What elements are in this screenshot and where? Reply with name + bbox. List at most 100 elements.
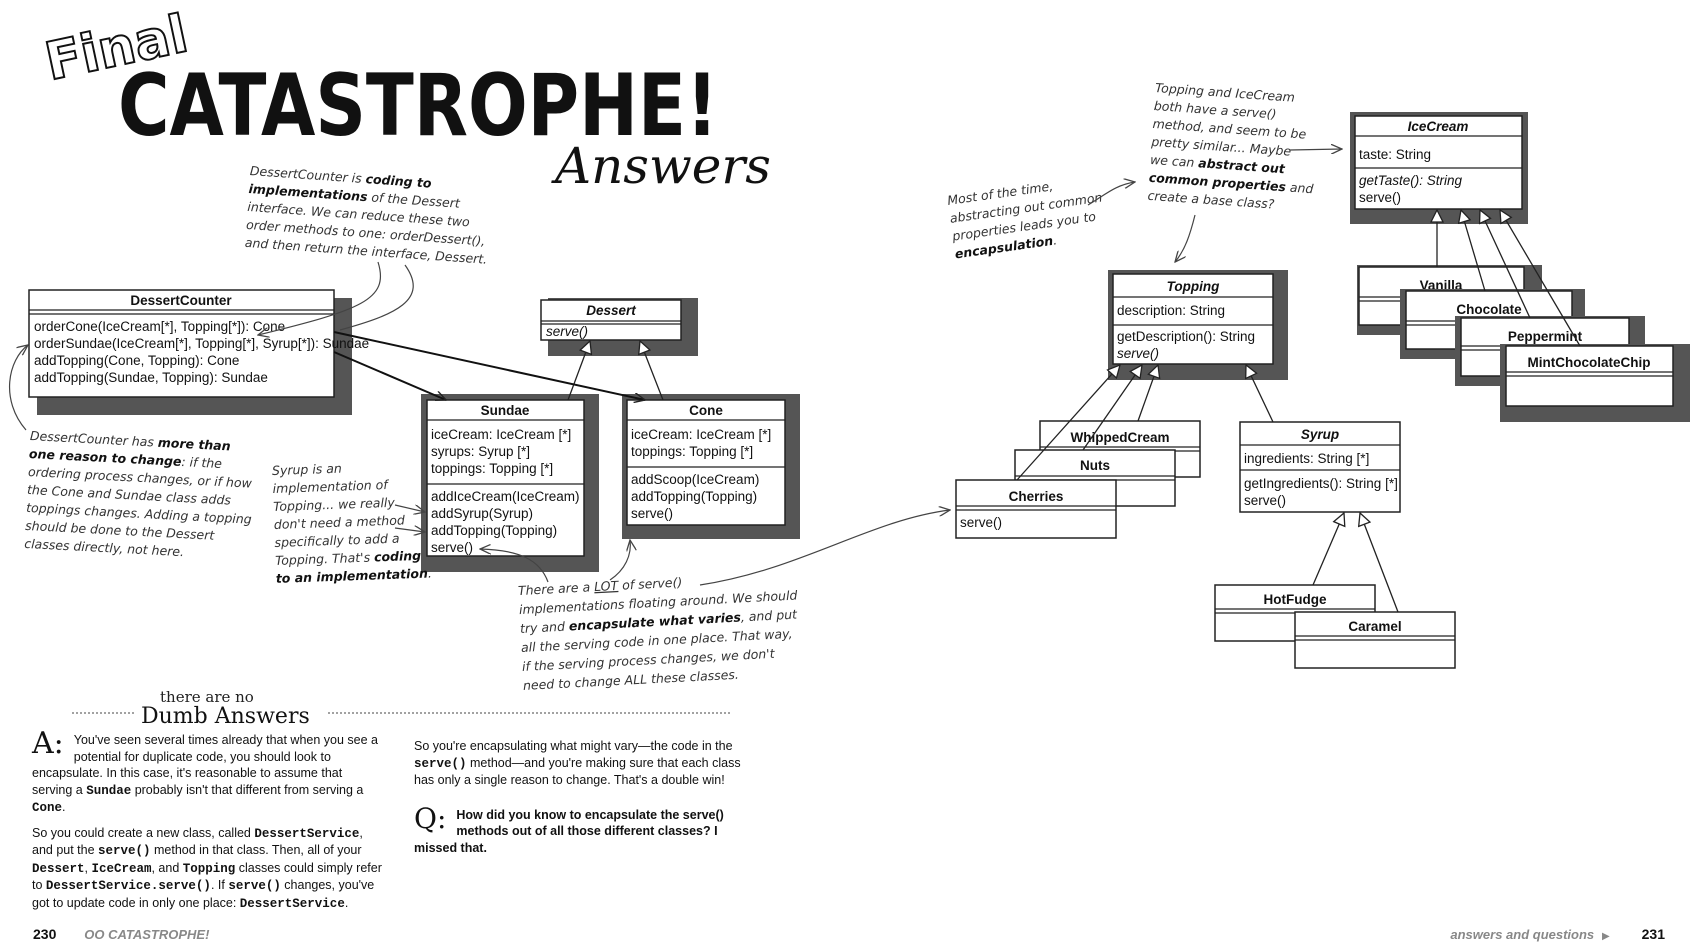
arrow-to-topping (1175, 214, 1196, 262)
svg-text:specifically to add a: specifically to add a (274, 531, 400, 550)
sundae-method: addIceCream(IceCream) (431, 489, 580, 504)
footer-left: 230 OO CATASTROPHE! (33, 926, 209, 942)
text-seg: , and (151, 860, 183, 875)
code-seg: IceCream (91, 861, 152, 876)
icecream-name: IceCream (1408, 119, 1469, 134)
icecream-attribute: taste: String (1359, 147, 1431, 162)
cone-name: Cone (689, 403, 723, 418)
code-seg: Sundae (86, 783, 132, 798)
class-icecream: IceCream taste: String getTaste(): Strin… (1350, 112, 1528, 224)
note-syrup-impl: Syrup is an implementation of Topping...… (272, 461, 433, 586)
class-topping: Topping description: String getDescripti… (1108, 270, 1288, 380)
class-dessert: Dessert serve() (540, 298, 698, 356)
code-seg: DessertService.serve() (45, 879, 211, 893)
dessertcounter-method: orderSundae(IceCream[*], Topping[*], Syr… (34, 336, 369, 351)
text-seg: , (84, 860, 92, 875)
syrup-method: serve() (1244, 493, 1286, 508)
whippedcream-name: WhippedCream (1070, 430, 1169, 445)
cone-attribute: toppings: Topping [*] (631, 444, 753, 459)
code-seg: Dessert (32, 861, 85, 876)
text-seg: method—and you're making sure that each … (414, 755, 741, 788)
code-seg: serve() (414, 756, 467, 771)
dessert-method: serve() (546, 324, 588, 339)
cone-attribute: iceCream: IceCream [*] (631, 427, 771, 442)
nuts-name: Nuts (1080, 458, 1110, 473)
code-seg: serve() (228, 879, 281, 893)
class-cone: Cone iceCream: IceCream [*] toppings: To… (622, 394, 800, 539)
text-seg: probably isn't that different from servi… (131, 782, 364, 797)
qa-heading: there are no Dumb Answers (72, 688, 732, 729)
dessertcounter-method: orderCone(IceCream[*], Topping[*]): Cone (34, 319, 285, 334)
seg: more than (157, 435, 231, 454)
sundae-method: addTopping(Topping) (431, 523, 557, 538)
syrup-attribute: ingredients: String [*] (1244, 451, 1369, 466)
text-seg: . (344, 895, 349, 910)
text-seg: changes, you've got to update code in on… (32, 878, 375, 910)
caramel-name: Caramel (1348, 619, 1401, 634)
topping-attribute: description: String (1117, 303, 1225, 318)
topping-method: getDescription(): String (1117, 329, 1255, 344)
class-caramel: Caramel (1294, 611, 1456, 669)
code-seg: DessertService (239, 896, 345, 911)
seg: : if the (181, 454, 223, 471)
qa-heading-big: Dumb Answers (141, 704, 310, 729)
sundae-method: addSyrup(Syrup) (431, 506, 533, 521)
code-seg: DessertService (254, 826, 360, 841)
relations-topping (1016, 365, 1399, 613)
qa-heading-small: there are no (160, 688, 254, 706)
hotfudge-name: HotFudge (1264, 592, 1327, 607)
seg: we can (1150, 152, 1199, 170)
seg: , and put (740, 606, 798, 624)
code-seg: Cone (32, 801, 63, 815)
seg: Syrup is an (272, 461, 342, 478)
class-mintchocolatechip: MintChocolateChip (1500, 344, 1690, 422)
arrow-counter-reason (8, 345, 28, 431)
cone-method: addTopping(Topping) (631, 489, 757, 504)
seg: specifically to add a (274, 531, 400, 550)
sundae-attribute: syrups: Syrup [*] (431, 444, 530, 459)
text-seg: So you could create a new class, called (32, 825, 255, 840)
answer-paragraph-3: So you're encapsulating what might vary—… (414, 738, 764, 789)
code-seg: serve() (98, 844, 151, 858)
sundae-name: Sundae (481, 403, 530, 418)
text-seg: , and put the (32, 825, 363, 858)
seg: . (428, 565, 433, 580)
text-seg: . If (210, 878, 229, 892)
seg: Topping. That's (275, 549, 374, 567)
arrow-syrup-2 (394, 528, 425, 532)
syrup-method: getIngredients(): String [*] (1244, 476, 1398, 491)
text-seg: So you're encapsulating what might vary—… (414, 739, 733, 753)
title-answers: Answers (551, 137, 771, 195)
note-topping-icecream: Topping and IceCream both have a serve()… (1147, 80, 1314, 212)
seg: try and (520, 619, 570, 637)
arrow-serve-cone (609, 540, 630, 581)
cherries-name: Cherries (1009, 489, 1064, 504)
seg: and (1285, 179, 1314, 196)
class-syrup: Syrup ingredients: String [*] getIngredi… (1239, 421, 1401, 513)
relations-icecream (1437, 210, 1581, 347)
note-serve-lot: There are a LOT of serve() implementatio… (518, 575, 799, 693)
dessertcounter-method: addTopping(Sundae, Topping): Sundae (34, 370, 268, 385)
arrow-counter-coding (258, 261, 382, 335)
page-number-left: 230 (33, 926, 57, 942)
arrow-abstract-most (1087, 182, 1135, 206)
seg: of the Dessert (367, 189, 461, 210)
seg: There are a (518, 579, 595, 598)
svg-text:Syrup is an: Syrup is an (272, 461, 342, 478)
relations-left (333, 331, 664, 400)
chocolate-name: Chocolate (1456, 302, 1522, 317)
page-title-left: OO CATASTROPHE! (84, 927, 210, 942)
icecream-method: serve() (1359, 190, 1401, 205)
svg-text:There are a LOT of serve(): There are a LOT of serve() (518, 575, 683, 599)
dessertcounter-name: DessertCounter (130, 293, 232, 308)
header: Final CATASTROPHE! Answers (39, 3, 771, 195)
sundae-attribute: iceCream: IceCream [*] (431, 427, 571, 442)
seg: implementation of (272, 477, 389, 496)
class-cherries: Cherries serve() (955, 479, 1117, 539)
page-number-right: 231 (1641, 926, 1665, 942)
qa-column-left: A: You've seen several times already tha… (32, 729, 384, 920)
topping-name: Topping (1167, 279, 1220, 294)
note-counter-coding: DessertCounter is coding to implementati… (244, 163, 487, 267)
qa-column-right: So you're encapsulating what might vary—… (414, 738, 764, 864)
